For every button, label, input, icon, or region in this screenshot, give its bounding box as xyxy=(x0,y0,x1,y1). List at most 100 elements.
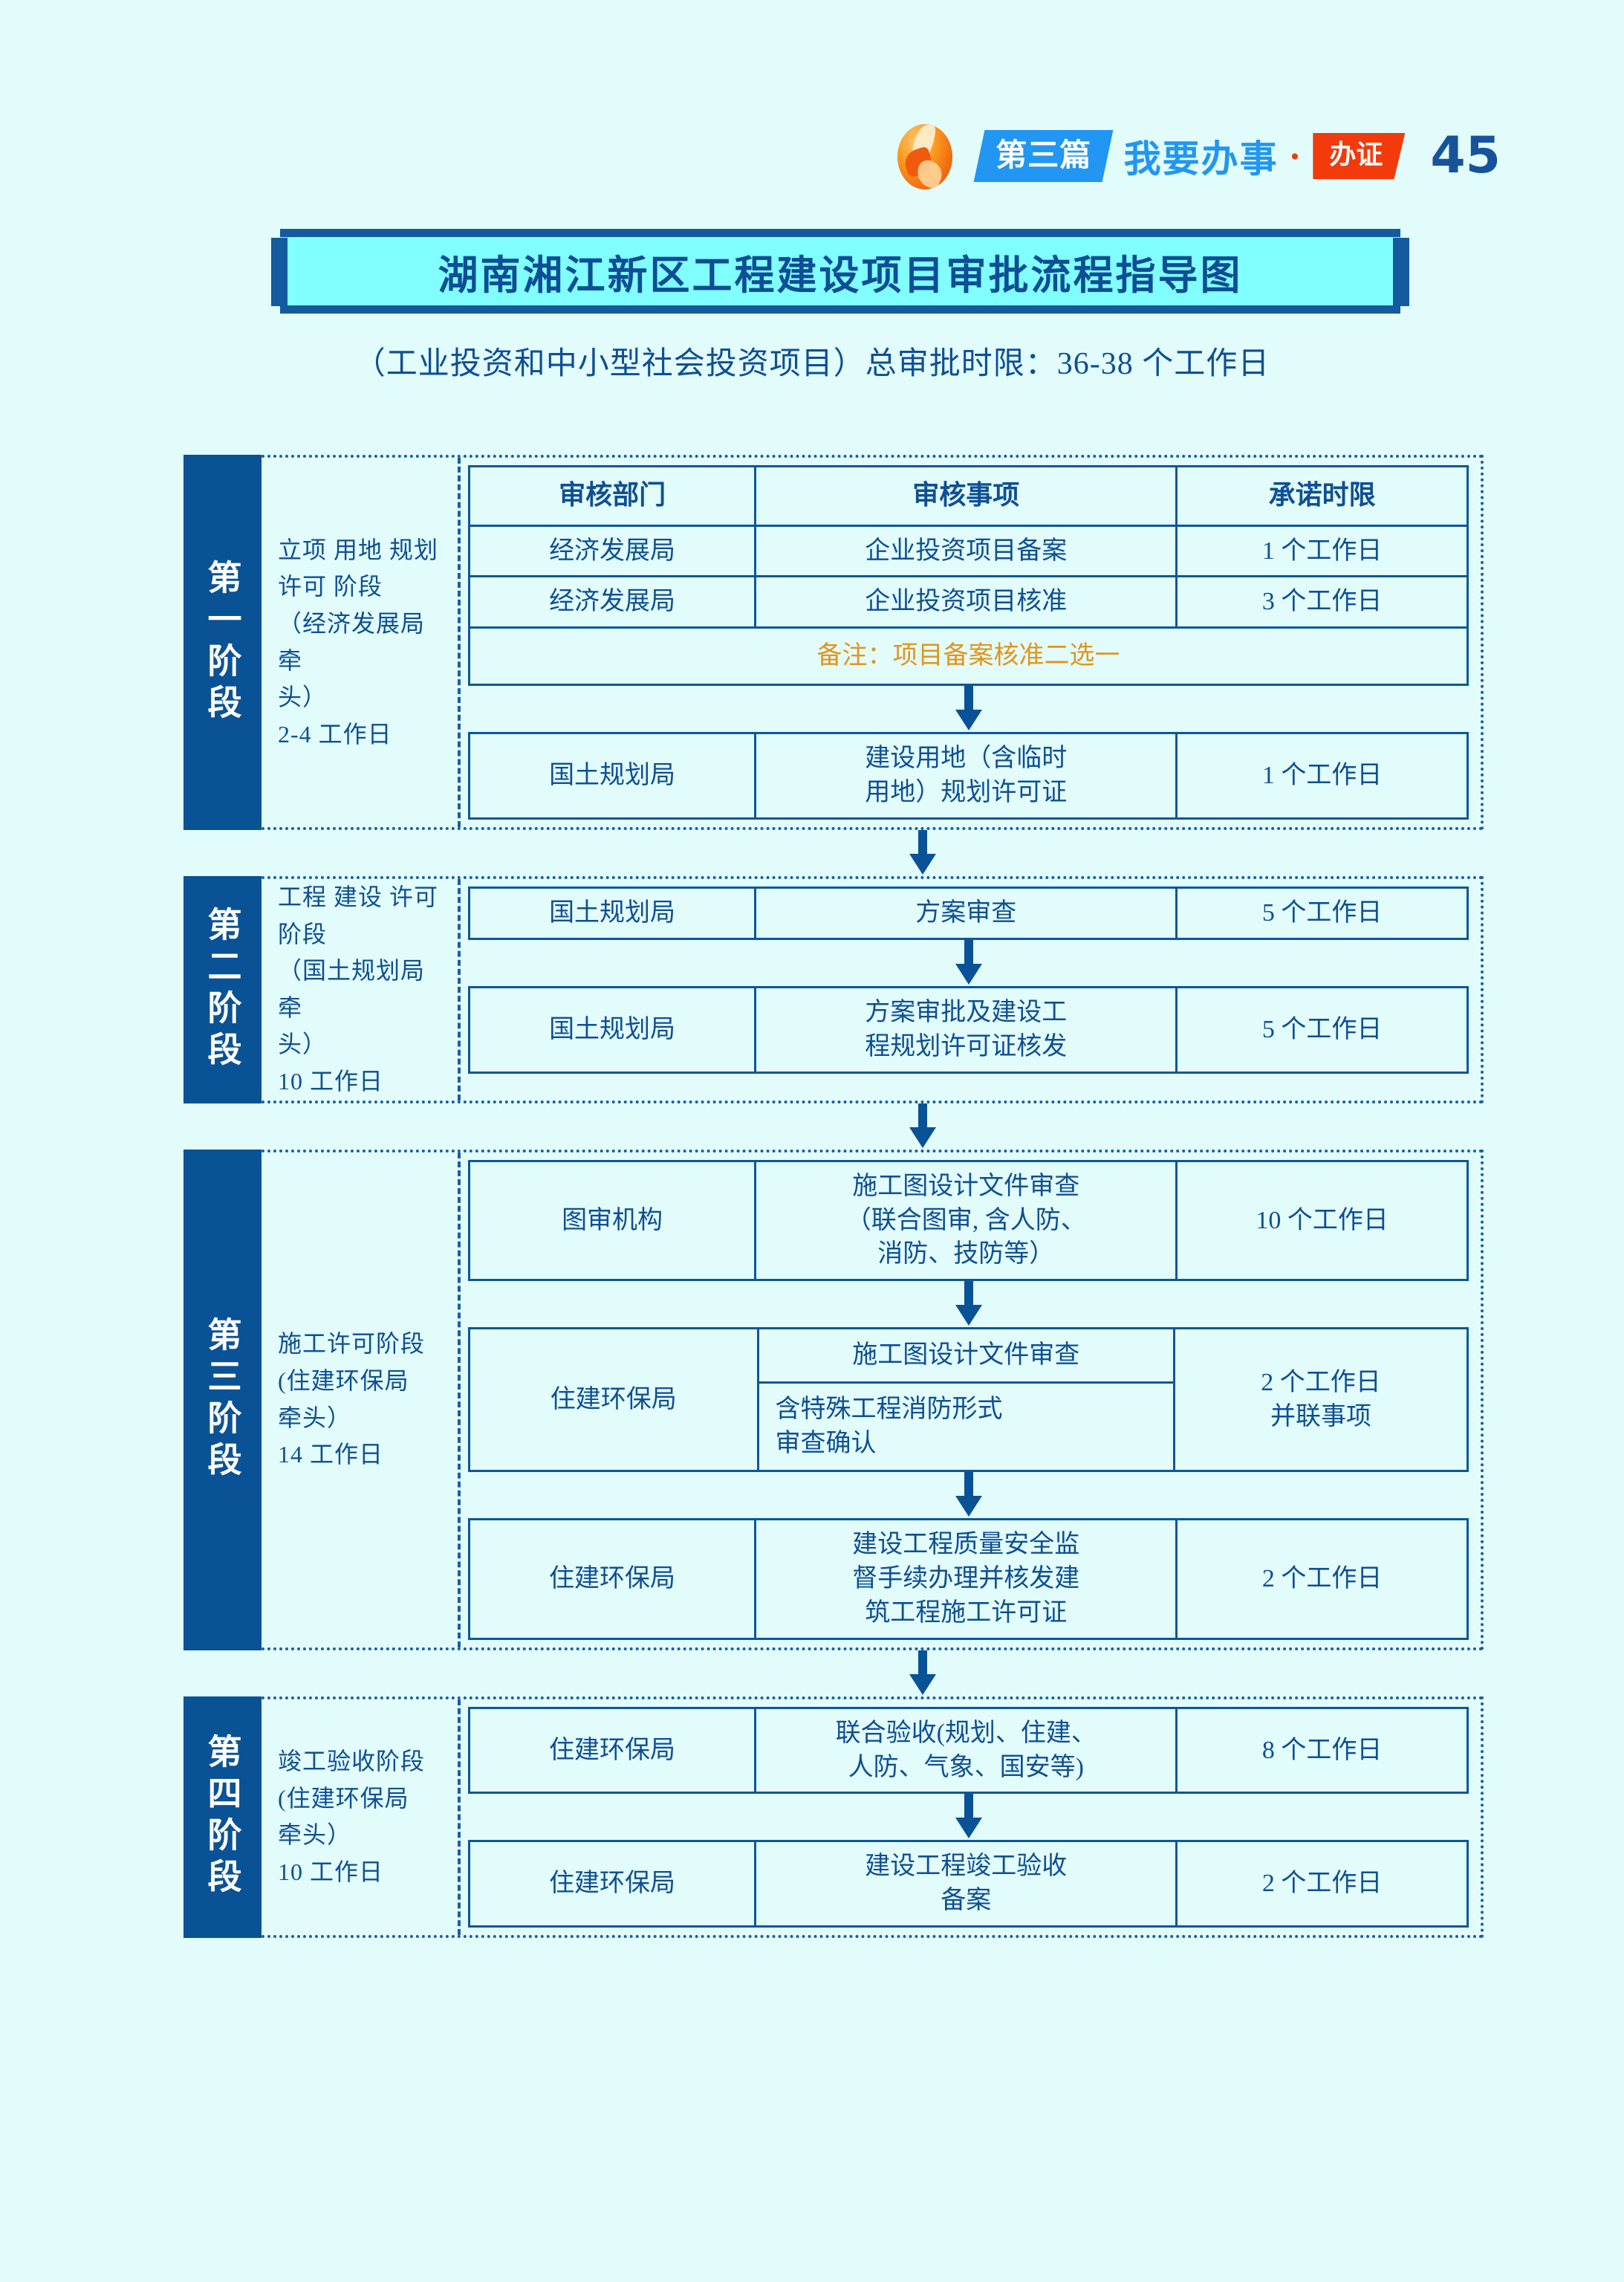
stage-2: 第二阶段 工程 建设 许可 阶段 （国土规划局牵 头） 10 工作日 国土规划局… xyxy=(183,876,1484,1103)
cell-item: 建设工程竣工验收 备案 xyxy=(754,1840,1178,1928)
stage-1: 第一阶段 立项 用地 规划 许可 阶段 （经济发展局牵 头） 2-4 工作日 审… xyxy=(183,455,1484,831)
cell-item-line-2: 含特殊工程消防形式 审查确认 xyxy=(759,1382,1173,1470)
cell-deadline: 8 个工作日 xyxy=(1175,1706,1469,1795)
cell-item-line-1: 施工图设计文件审查 xyxy=(759,1329,1173,1384)
flow-arrow xyxy=(468,1471,1469,1518)
cell-deadline: 3 个工作日 xyxy=(1175,575,1469,629)
split-item-table: 施工图设计文件审查 含特殊工程消防形式 审查确认 xyxy=(759,1329,1173,1470)
page-number: 45 xyxy=(1430,126,1501,185)
arrow-down-icon xyxy=(909,1650,936,1695)
arrow-down-icon xyxy=(955,1281,982,1326)
flow-arrow xyxy=(468,686,1469,732)
stage-3-table-1: 图审机构 施工图设计文件审查 （联合图审, 含人防、 消防、技防等） 10 个工… xyxy=(467,1159,1469,1282)
stage-2-table-2: 国土规划局 方案审批及建设工 程规划许可证核发 5 个工作日 xyxy=(467,985,1469,1074)
page-header: 第三篇 我要办事 · 办证 45 xyxy=(0,111,1624,201)
stage-3-description: 施工许可阶段 (住建环保局 牵头） 14 工作日 xyxy=(262,1152,461,1647)
stage-4-table-2: 住建环保局 建设工程竣工验收 备案 2 个工作日 xyxy=(467,1840,1469,1928)
flow-arrow xyxy=(468,939,1469,986)
arrow-down-icon xyxy=(955,939,982,985)
stage-1-label: 第一阶段 xyxy=(202,559,243,726)
table-row: 住建环保局 施工图设计文件审查 含特殊工程消防形式 审查确认 xyxy=(468,1327,1469,1472)
arrow-down-icon xyxy=(909,830,936,875)
table-row: 住建环保局 建设工程质量安全监 督手续办理并核发建 筑工程施工许可证 2 个工作… xyxy=(467,1517,1469,1640)
cell-deadline: 2 个工作日 xyxy=(1175,1517,1469,1640)
table-row: 国土规划局 建设用地（含临时 用地）规划许可证 1 个工作日 xyxy=(467,732,1469,820)
cell-deadline: 1 个工作日 xyxy=(1175,732,1469,820)
cell-department: 住建环保局 xyxy=(467,1517,757,1640)
header-item: 审核事项 xyxy=(754,465,1178,527)
table-header-row: 审核部门 审核事项 承诺时限 xyxy=(467,465,1469,527)
stage-1-table-2: 国土规划局 建设用地（含临时 用地）规划许可证 1 个工作日 xyxy=(467,732,1469,820)
flow-arrow xyxy=(468,1281,1469,1327)
table-row: 经济发展局 企业投资项目备案 1 个工作日 xyxy=(467,524,1469,578)
stage-3: 第三阶段 施工许可阶段 (住建环保局 牵头） 14 工作日 图审机构 施工图设计… xyxy=(183,1149,1484,1650)
stage-3-table-2: 住建环保局 施工图设计文件审查 含特殊工程消防形式 审查确认 xyxy=(468,1327,1469,1472)
stage-1-bar: 第一阶段 xyxy=(183,455,262,831)
cell-item: 建设工程质量安全监 督手续办理并核发建 筑工程施工许可证 xyxy=(754,1517,1178,1640)
stage-3-to-4-arrow xyxy=(183,1650,1484,1696)
cell-item: 建设用地（含临时 用地）规划许可证 xyxy=(754,732,1178,820)
stage-2-description-text: 工程 建设 许可 阶段 （国土规划局牵 头） 10 工作日 xyxy=(278,884,439,1095)
cell-deadline: 5 个工作日 xyxy=(1175,985,1469,1074)
stage-1-tables: 审核部门 审核事项 承诺时限 经济发展局 企业投资项目备案 1 个工作日 经济发… xyxy=(461,458,1481,827)
cell-department: 国土规划局 xyxy=(467,886,757,940)
stage-1-description-text: 立项 用地 规划 许可 阶段 （经济发展局牵 头） 2-4 工作日 xyxy=(278,536,439,748)
stage-2-bar: 第二阶段 xyxy=(183,876,262,1103)
flow-arrow xyxy=(468,1794,1469,1840)
arrow-down-icon xyxy=(955,686,982,731)
stage-1-note: 备注：项目备案核准二选一 xyxy=(468,626,1469,687)
cell-item: 方案审批及建设工 程规划许可证核发 xyxy=(754,985,1178,1074)
section-badge-label: 第三篇 xyxy=(995,137,1091,173)
cell-department: 经济发展局 xyxy=(467,524,757,578)
stage-3-description-text: 施工许可阶段 (住建环保局 牵头） 14 工作日 xyxy=(278,1330,426,1468)
header-deadline: 承诺时限 xyxy=(1175,465,1469,527)
split-item-row: 含特殊工程消防形式 审查确认 xyxy=(759,1382,1173,1470)
cell-department: 国土规划局 xyxy=(467,732,757,820)
stage-2-to-3-arrow xyxy=(183,1103,1484,1150)
arrow-down-icon xyxy=(909,1103,936,1148)
cell-item: 企业投资项目备案 xyxy=(754,524,1178,578)
category-badge: 办证 xyxy=(1313,133,1406,179)
cell-item: 施工图设计文件审查 （联合图审, 含人防、 消防、技防等） xyxy=(754,1159,1178,1282)
cell-item-split: 施工图设计文件审查 含特殊工程消防形式 审查确认 xyxy=(756,1327,1175,1472)
stage-2-label: 第二阶段 xyxy=(202,906,243,1073)
page-title: 湖南湘江新区工程建设项目审批流程指导图 xyxy=(438,251,1243,299)
cell-department: 住建环保局 xyxy=(468,1327,759,1472)
note-row: 备注：项目备案核准二选一 xyxy=(468,626,1469,687)
stage-4-description: 竣工验收阶段 (住建环保局 牵头） 10 工作日 xyxy=(262,1699,461,1936)
cell-item: 联合验收(规划、住建、 人防、气象、国安等) xyxy=(754,1706,1178,1795)
title-banner: 湖南湘江新区工程建设项目审批流程指导图 xyxy=(271,223,1409,320)
split-item-row: 施工图设计文件审查 xyxy=(759,1329,1173,1384)
stage-1-description: 立项 用地 规划 许可 阶段 （经济发展局牵 头） 2-4 工作日 xyxy=(262,458,461,828)
page-subtitle: （工业投资和中小型社会投资项目）总审批时限：36-38 个工作日 xyxy=(354,347,1270,381)
stage-2-tables: 国土规划局 方案审查 5 个工作日 国土规划局 方案审批及建设工 程规划许可证核… xyxy=(461,879,1481,1101)
cell-item: 方案审查 xyxy=(754,886,1178,940)
cell-deadline: 2 个工作日 并联事项 xyxy=(1172,1327,1469,1472)
table-row: 住建环保局 建设工程竣工验收 备案 2 个工作日 xyxy=(467,1840,1469,1928)
cell-department: 图审机构 xyxy=(467,1159,757,1282)
stage-1-to-2-arrow xyxy=(183,830,1484,876)
stage-2-table-1: 国土规划局 方案审查 5 个工作日 xyxy=(467,886,1469,940)
stage-3-label: 第三阶段 xyxy=(202,1316,243,1483)
arrow-down-icon xyxy=(955,1794,982,1839)
table-row: 图审机构 施工图设计文件审查 （联合图审, 含人防、 消防、技防等） 10 个工… xyxy=(467,1159,1469,1282)
section-badge: 第三篇 xyxy=(973,130,1114,182)
table-row: 国土规划局 方案审批及建设工 程规划许可证核发 5 个工作日 xyxy=(467,985,1469,1074)
table-row: 住建环保局 联合验收(规划、住建、 人防、气象、国安等) 8 个工作日 xyxy=(467,1706,1469,1795)
cell-deadline: 5 个工作日 xyxy=(1175,886,1469,940)
banner-left-bar xyxy=(271,238,288,306)
stage-3-tables: 图审机构 施工图设计文件审查 （联合图审, 含人防、 消防、技防等） 10 个工… xyxy=(461,1153,1481,1647)
stage-2-description: 工程 建设 许可 阶段 （国土规划局牵 头） 10 工作日 xyxy=(262,879,461,1101)
arrow-down-icon xyxy=(955,1471,982,1517)
section-title: 我要办事 xyxy=(1123,137,1279,181)
header-department: 审核部门 xyxy=(467,465,757,527)
cell-department: 住建环保局 xyxy=(467,1706,757,1795)
stage-4-table-1: 住建环保局 联合验收(规划、住建、 人防、气象、国安等) 8 个工作日 xyxy=(467,1706,1469,1795)
stage-3-bar: 第三阶段 xyxy=(183,1149,262,1650)
cell-department: 经济发展局 xyxy=(467,575,757,629)
cell-department: 住建环保局 xyxy=(467,1840,757,1928)
table-row: 经济发展局 企业投资项目核准 3 个工作日 xyxy=(467,575,1469,629)
stage-1-table: 审核部门 审核事项 承诺时限 经济发展局 企业投资项目备案 1 个工作日 经济发… xyxy=(467,465,1469,687)
stage-4: 第四阶段 竣工验收阶段 (住建环保局 牵头） 10 工作日 住建环保局 联合验收… xyxy=(183,1696,1484,1939)
stage-4-bar: 第四阶段 xyxy=(183,1696,262,1939)
